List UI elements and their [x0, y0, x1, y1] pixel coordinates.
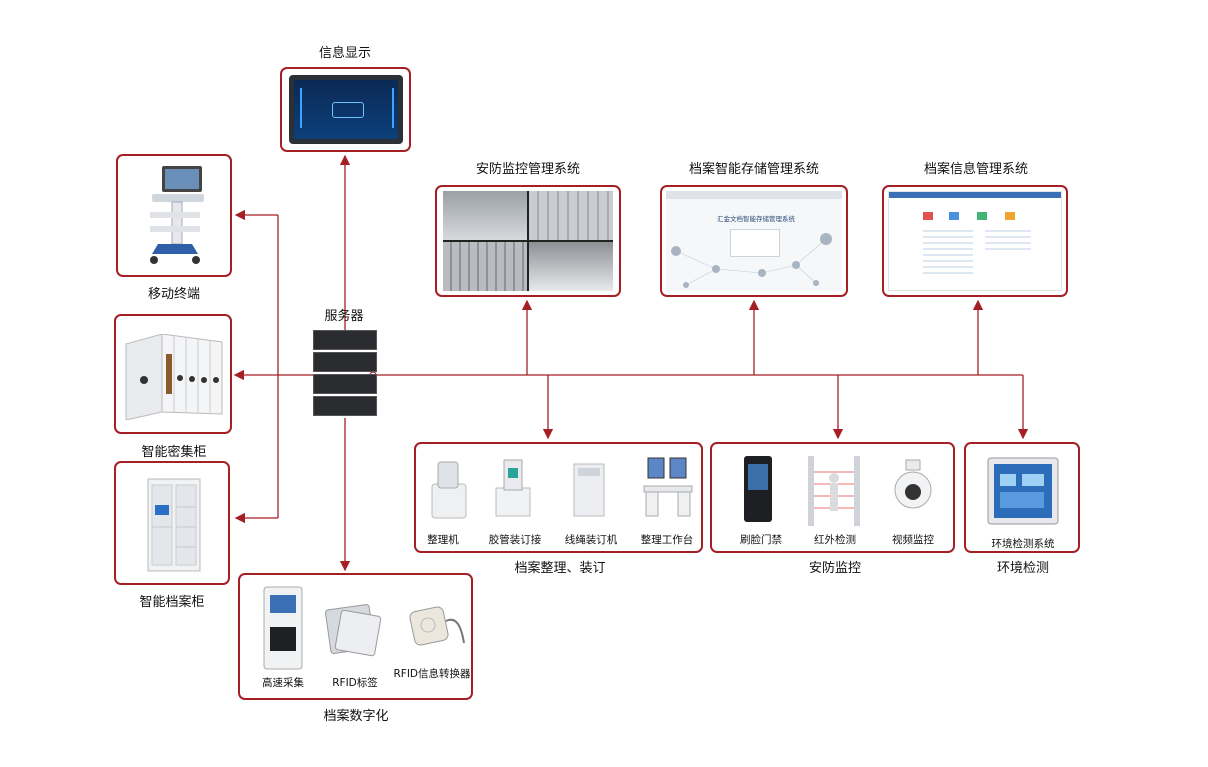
- dashboard-widget: [332, 102, 364, 118]
- dense-cabinet-box: [114, 314, 232, 434]
- face-access-image: [744, 456, 772, 522]
- server-label: 服务器: [324, 309, 364, 324]
- environment-group-title: 环境检测: [996, 561, 1049, 576]
- rope-binder-image: [573, 463, 605, 517]
- digitize-item-label: 高速采集: [262, 677, 304, 689]
- digitize-item-label: RFID信息转换器: [393, 668, 471, 680]
- storage-system-screen: 汇金文档智能存储管理系统: [666, 191, 842, 291]
- environment-item-label: 环境检测系统: [991, 538, 1055, 550]
- camera-feed-grid: [443, 191, 613, 291]
- server-rack: [313, 330, 377, 418]
- binding-item-label: 整理机: [427, 534, 459, 546]
- list-panel: [985, 230, 1031, 254]
- camera-feed: [443, 191, 527, 240]
- video-surveillance-image: [894, 459, 932, 509]
- rfid-tag-image: [325, 604, 382, 657]
- binding-item-label: 整理工作台: [640, 534, 694, 546]
- binding-item-label: 胶管装订接: [488, 534, 542, 546]
- security-group-title: 安防监控: [808, 561, 861, 576]
- app-tile: [977, 212, 987, 220]
- digitize-item-label: RFID标签: [332, 677, 378, 689]
- high-speed-scanner-image: [263, 586, 303, 670]
- mobile-cart-image: [150, 166, 204, 264]
- camera-feed: [443, 242, 527, 291]
- security-system-box: [435, 185, 621, 297]
- environment-group-box: 环境检测系统: [964, 442, 1080, 553]
- mobile-terminal-label: 移动终端: [147, 287, 200, 302]
- rfid-converter-image: [409, 606, 465, 646]
- security-item-label: 红外检测: [814, 534, 856, 546]
- camera-feed: [529, 242, 613, 291]
- app-tile: [1005, 212, 1015, 220]
- info-system-label: 档案信息管理系统: [923, 162, 1028, 177]
- display-screen: [294, 80, 398, 139]
- security-system-label: 安防监控管理系统: [475, 162, 580, 177]
- environment-panel-image: [987, 457, 1059, 525]
- display-monitor: [289, 75, 403, 144]
- binding-item-label: 线绳装订机: [564, 534, 618, 546]
- storage-system-title: 汇金文档智能存储管理系统: [717, 215, 795, 223]
- security-group-box: 刷脸门禁 红外检测 视频监控: [710, 442, 955, 553]
- dashboard-panel: [372, 88, 394, 128]
- dense-cabinet-label: 智能密集柜: [141, 445, 207, 460]
- app-tile: [949, 212, 959, 220]
- info-system-screen: [888, 191, 1062, 291]
- security-item-label: 刷脸门禁: [740, 534, 782, 546]
- app-header: [666, 191, 842, 199]
- archive-cabinet-image: [147, 478, 201, 572]
- archive-cabinet-box: [114, 461, 230, 585]
- sorting-machine-image: [431, 461, 467, 519]
- camera-feed: [529, 191, 613, 240]
- list-panel: [923, 230, 973, 276]
- dense-cabinet-image: [125, 334, 223, 420]
- digitize-group-box: 高速采集 RFID标签 RFID信息转换器: [238, 573, 473, 700]
- infrared-detection-image: [808, 456, 860, 526]
- binding-group-title: 档案整理、装订: [514, 561, 606, 576]
- binding-group-box: 整理机 胶管装订接 线绳装订机 整理工作台: [414, 442, 703, 553]
- app-header: [889, 192, 1061, 198]
- login-panel: [730, 229, 780, 257]
- mobile-terminal-box: [116, 154, 232, 277]
- security-item-label: 视频监控: [892, 534, 934, 546]
- app-tile: [923, 212, 933, 220]
- work-station-image: [643, 457, 693, 517]
- info-display-label: 信息显示: [318, 46, 371, 61]
- dashboard-panel: [300, 88, 324, 128]
- digitize-group-title: 档案数字化: [323, 709, 389, 724]
- info-display-box: [280, 67, 411, 152]
- info-system-box: [882, 185, 1068, 297]
- storage-system-label: 档案智能存储管理系统: [688, 162, 819, 177]
- tube-binder-image: [495, 459, 531, 517]
- network-graphic: [671, 233, 832, 288]
- archive-cabinet-label: 智能档案柜: [139, 595, 205, 610]
- storage-system-box: 汇金文档智能存储管理系统: [660, 185, 848, 297]
